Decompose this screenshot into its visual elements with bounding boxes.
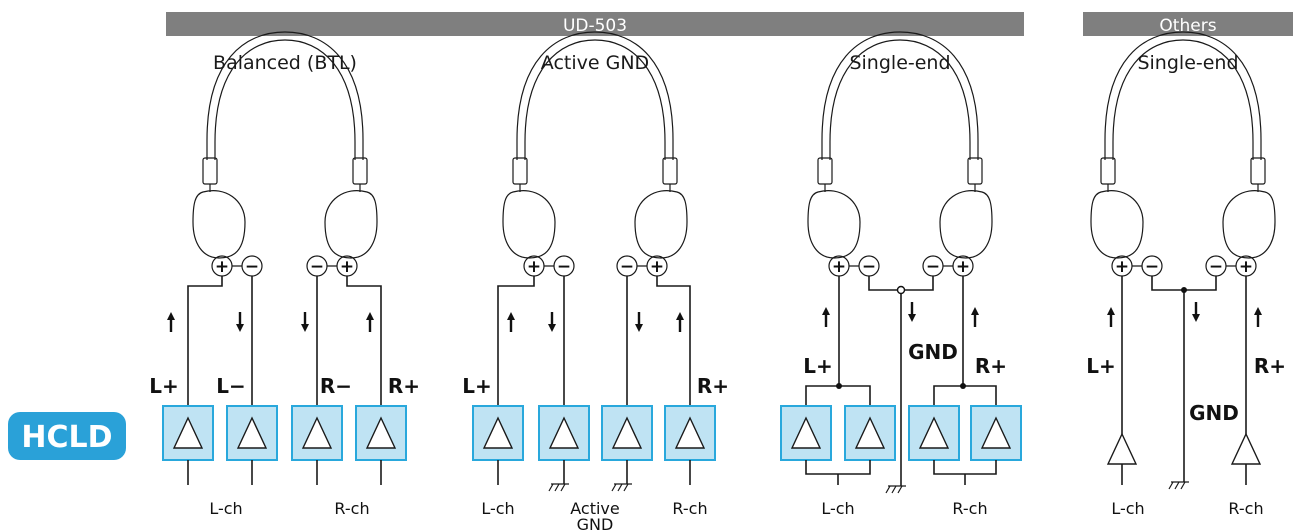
panel-active-gnd: Active GND + − − + L+ R+ L-ch R-ch Activ… [462, 31, 729, 531]
terminal-minus-icon: − [922, 255, 944, 277]
arrow-down-icon [236, 312, 244, 332]
amplifier-icon [1231, 433, 1261, 465]
terminal-plus-icon: + [1235, 255, 1257, 277]
signal-label: R+ [975, 354, 1007, 378]
terminal-minus-icon: − [1205, 255, 1227, 277]
amplifier-icon [355, 405, 407, 461]
amplifier-icon [538, 405, 590, 461]
signal-label: L+ [462, 374, 492, 398]
amplifier-icon [162, 405, 214, 461]
ground-icon [548, 483, 570, 492]
arrow-up-icon [1107, 307, 1115, 327]
ground-icon [885, 485, 907, 494]
channel-label: L-ch [821, 499, 854, 518]
svg-text:−: − [620, 257, 634, 277]
active-gnd-label: GND [577, 515, 614, 531]
arrow-up-icon [507, 312, 515, 332]
svg-text:+: + [832, 257, 846, 277]
svg-text:+: + [1115, 257, 1129, 277]
ud503-header-label: UD-503 [563, 16, 627, 36]
terminal-minus-icon: − [553, 255, 575, 277]
panel-title: Active GND [541, 52, 649, 74]
signal-label: R− [320, 374, 352, 398]
terminal-plus-icon: + [646, 255, 668, 277]
amplifier-icon [664, 405, 716, 461]
svg-text:+: + [1239, 257, 1253, 277]
channel-label: L-ch [1111, 499, 1144, 518]
signal-label: R+ [1254, 354, 1286, 378]
panel-single-end-ud503: Single-end + − − + L+ GND R+ L-ch [780, 31, 1022, 518]
ground-icon [1168, 481, 1190, 490]
panel-single-end-others: Single-end + − − + L+ GND R+ L-ch R-ch [1086, 31, 1286, 518]
terminal-minus-icon: − [306, 255, 328, 277]
svg-text:−: − [245, 257, 259, 277]
hcld-badge-label: HCLD [21, 420, 112, 455]
svg-text:−: − [862, 257, 876, 277]
channel-label: R-ch [672, 499, 707, 518]
signal-label: R+ [697, 374, 729, 398]
panel-title: Single-end [849, 52, 950, 74]
amplifier-icon [844, 405, 896, 461]
terminal-minus-icon: − [858, 255, 880, 277]
svg-text:+: + [340, 257, 354, 277]
svg-text:+: + [215, 257, 229, 277]
svg-text:+: + [650, 257, 664, 277]
svg-text:+: + [956, 257, 970, 277]
terminal-plus-icon: + [336, 255, 358, 277]
channel-label: L-ch [209, 499, 242, 518]
terminal-minus-icon: − [1141, 255, 1163, 277]
hcld-badge [8, 412, 126, 460]
svg-text:−: − [557, 257, 571, 277]
panel-title: Balanced (BTL) [213, 52, 357, 74]
arrow-down-icon [908, 302, 916, 322]
signal-label: GND [908, 340, 958, 364]
terminal-plus-icon: + [523, 255, 545, 277]
channel-label: R-ch [334, 499, 369, 518]
arrow-up-icon [167, 312, 175, 332]
arrow-up-icon [676, 312, 684, 332]
amplifier-icon [1107, 433, 1137, 465]
arrow-down-icon [548, 312, 556, 332]
active-gnd-label: Active [570, 499, 620, 518]
amplifier-icon [472, 405, 524, 461]
svg-text:−: − [1209, 257, 1223, 277]
arrow-down-icon [1192, 302, 1200, 322]
arrow-up-icon [822, 307, 830, 327]
terminal-minus-icon: − [616, 255, 638, 277]
ground-icon [611, 483, 633, 492]
terminal-minus-icon: − [241, 255, 263, 277]
svg-text:−: − [1145, 257, 1159, 277]
signal-label: L+ [1086, 354, 1116, 378]
amplifier-icon [226, 405, 278, 461]
terminal-plus-icon: + [1111, 255, 1133, 277]
amplifier-icon [908, 405, 960, 461]
arrow-up-icon [366, 312, 374, 332]
panel-balanced-btl: Balanced (BTL) + − − + L+ L− R− R+ L-ch … [149, 31, 420, 518]
arrow-up-icon [971, 307, 979, 327]
amplifier-icon [970, 405, 1022, 461]
signal-label: L+ [803, 354, 833, 378]
channel-label: R-ch [1228, 499, 1263, 518]
amplifier-icon [780, 405, 832, 461]
others-header-label: Others [1159, 16, 1216, 36]
amplifier-icon [291, 405, 343, 461]
signal-label: R+ [388, 374, 420, 398]
terminal-plus-icon: + [952, 255, 974, 277]
svg-text:−: − [926, 257, 940, 277]
terminal-plus-icon: + [211, 255, 233, 277]
svg-text:−: − [310, 257, 324, 277]
signal-label: L− [216, 374, 246, 398]
channel-label: L-ch [481, 499, 514, 518]
arrow-down-icon [301, 312, 309, 332]
signal-label: GND [1189, 401, 1239, 425]
amplifier-icon [601, 405, 653, 461]
signal-label: L+ [149, 374, 179, 398]
arrow-up-icon [1254, 307, 1262, 327]
terminal-plus-icon: + [828, 255, 850, 277]
svg-text:+: + [527, 257, 541, 277]
channel-label: R-ch [952, 499, 987, 518]
arrow-down-icon [635, 312, 643, 332]
panel-title: Single-end [1137, 52, 1238, 74]
